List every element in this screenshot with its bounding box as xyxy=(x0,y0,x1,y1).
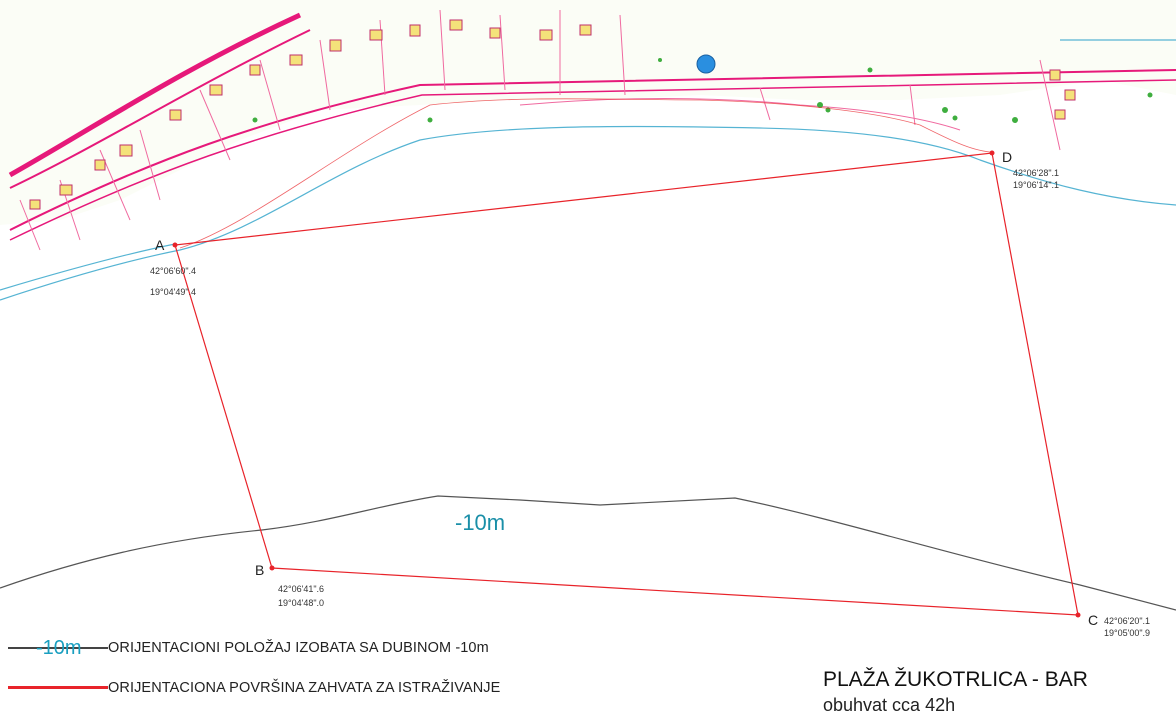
point-c-marker xyxy=(1075,612,1081,618)
pool-icon xyxy=(696,54,716,74)
isobath-depth-label: -10m xyxy=(455,510,505,535)
point-a-lon: 19°04'49".4 xyxy=(150,287,196,297)
beach-edge xyxy=(179,98,991,249)
point-a-lat: 42°06'60".4 xyxy=(150,266,196,276)
legend-area-text: ORIJENTACIONA POVRŠINA ZAHVATA ZA ISTRAŽ… xyxy=(108,680,501,696)
point-d-lat: 42°06'28".1 xyxy=(1013,168,1059,178)
buildings xyxy=(29,19,1076,210)
point-b-lon: 19°04'48".0 xyxy=(278,598,324,608)
parcel-lines xyxy=(19,9,1061,251)
legend-area-swatch xyxy=(8,676,108,700)
map-title: PLAŽA ŽUKOTRLICA - BAR xyxy=(823,668,1088,691)
legend-isobath: -10m ORIJENTACIONI POLOŽAJ IZOBATA SA DU… xyxy=(8,636,489,660)
isobath-line xyxy=(0,495,1176,611)
point-c-lon: 19°05'00".9 xyxy=(1104,628,1150,638)
point-c-lat: 42°06'20".1 xyxy=(1104,616,1150,626)
point-c-label: C xyxy=(1088,612,1098,628)
legend-area: ORIJENTACIONA POVRŠINA ZAHVATA ZA ISTRAŽ… xyxy=(8,676,500,700)
point-b-marker xyxy=(269,565,275,571)
point-d-label: D xyxy=(1002,149,1012,165)
legend-isobath-swatch-label: -10m xyxy=(36,637,82,659)
vegetation xyxy=(252,58,1153,123)
legend-isobath-text: ORIJENTACIONI POLOŽAJ IZOBATA SA DUBINOM… xyxy=(108,640,489,656)
point-d-marker xyxy=(989,150,995,156)
survey-area-boundary xyxy=(174,152,1079,616)
point-a-label: A xyxy=(155,237,165,253)
point-b-lat: 42°06'41".6 xyxy=(278,584,324,594)
point-a-marker xyxy=(172,242,178,248)
legend-isobath-swatch: -10m xyxy=(8,636,108,660)
point-d-lon: 19°06'14".1 xyxy=(1013,180,1059,190)
point-b-label: B xyxy=(255,562,264,578)
main-road xyxy=(8,12,1176,241)
